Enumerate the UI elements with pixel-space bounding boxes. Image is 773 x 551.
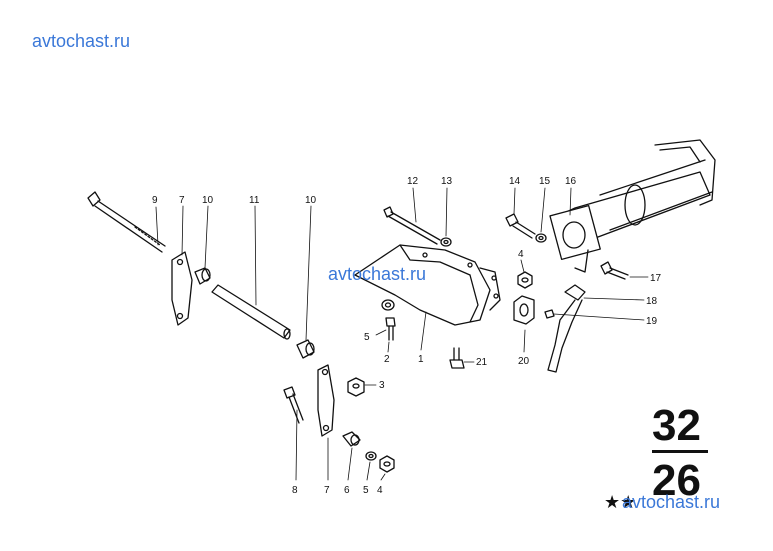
star-icon: ★★	[604, 492, 637, 512]
watermark-center: avtochast.ru	[328, 264, 427, 284]
part-spacer-plate	[513, 295, 535, 325]
group-minor: 26	[652, 456, 701, 505]
callout-labels: 9 7 10 11 10 12 13 14 15 16 4 17 18 19 5…	[152, 176, 662, 496]
group-divider	[652, 450, 708, 453]
watermark-top-left: avtochast.ru	[32, 31, 131, 51]
callout-5-top: 5	[364, 332, 370, 343]
part-bushing-upper	[194, 267, 211, 285]
part-bolt-2	[385, 317, 396, 341]
callout-10-top: 10	[202, 195, 214, 206]
callout-21: 21	[476, 357, 488, 368]
callout-4-top: 4	[518, 249, 524, 260]
callout-11: 11	[249, 195, 260, 206]
part-bolt-12	[383, 206, 441, 245]
part-plate-upper	[171, 251, 193, 326]
part-washer-upper	[381, 299, 395, 311]
callout-1: 1	[418, 354, 424, 365]
callout-9: 9	[152, 195, 158, 206]
part-long-bolt	[87, 191, 166, 253]
callout-16: 16	[565, 176, 577, 187]
group-major: 32	[652, 401, 701, 450]
callout-7-top: 7	[179, 195, 185, 206]
part-washer-lower	[365, 451, 377, 461]
callout-18: 18	[646, 296, 658, 307]
callout-4-bottom: 4	[377, 485, 383, 496]
callout-2: 2	[384, 354, 390, 365]
part-washer-15	[535, 233, 547, 243]
callout-13: 13	[441, 176, 453, 187]
callout-15: 15	[539, 176, 551, 187]
callout-5-bottom: 5	[363, 485, 369, 496]
part-bushing-6	[342, 431, 361, 447]
part-nut-3	[347, 377, 365, 397]
part-steering-column	[549, 139, 716, 273]
callout-17: 17	[650, 273, 662, 284]
callout-20: 20	[518, 356, 530, 367]
part-lever	[544, 284, 586, 373]
part-bolt-8	[283, 386, 304, 424]
part-nut-upper	[517, 271, 533, 289]
callout-19: 19	[646, 316, 658, 327]
callout-7-bottom: 7	[324, 485, 330, 496]
part-rod	[211, 284, 291, 340]
callout-8: 8	[292, 485, 298, 496]
part-bushing-lower	[296, 339, 315, 359]
watermark-bottom-right: avtochast.ru	[622, 492, 721, 512]
callout-3: 3	[379, 380, 385, 391]
callout-14: 14	[509, 176, 521, 187]
callout-10-bottom: 10	[305, 195, 317, 206]
part-nut-lower	[379, 455, 395, 473]
part-bracket	[354, 244, 501, 326]
callout-6: 6	[344, 485, 350, 496]
callout-12: 12	[407, 176, 419, 187]
part-bolt-14	[505, 213, 536, 239]
group-number: 32 26	[652, 404, 708, 503]
part-bolt-17	[600, 261, 629, 280]
part-bolt-21	[449, 347, 465, 369]
part-washer-13	[440, 237, 452, 247]
part-plate-lower	[317, 364, 335, 437]
leader-lines	[155, 187, 649, 481]
